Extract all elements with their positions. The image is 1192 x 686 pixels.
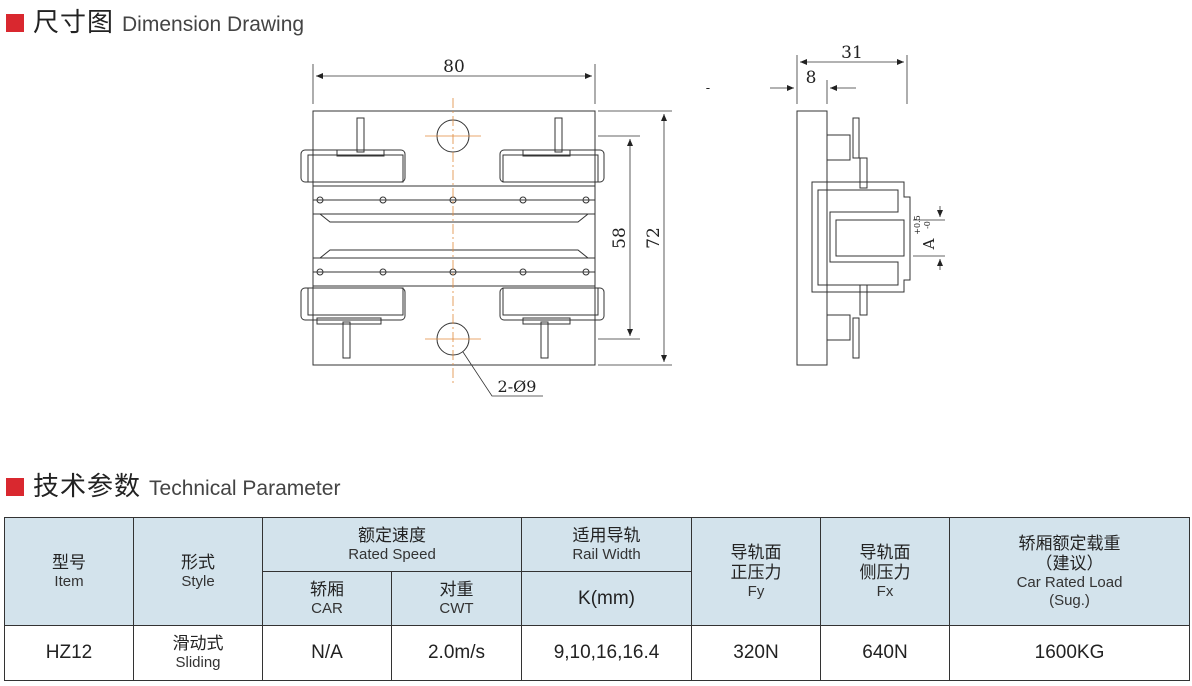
section-marker-icon xyxy=(6,478,24,496)
dim-side-width-label: 31 xyxy=(841,43,863,63)
dim-outer-height-label: 72 xyxy=(644,227,664,249)
dimension-title-en: Dimension Drawing xyxy=(122,13,305,36)
cell-item: HZ12 xyxy=(4,625,134,681)
dim-a-tol-plus: +0.5 xyxy=(913,215,922,234)
section-marker-icon xyxy=(6,14,24,32)
dim-inner-height-label: 58 xyxy=(610,227,630,249)
tech-section-header: 技术参数 Technical Parameter xyxy=(6,466,340,503)
cell-load: 1600KG xyxy=(949,625,1191,681)
front-view xyxy=(300,110,605,366)
side-view xyxy=(796,110,911,366)
front-dimensions xyxy=(312,64,672,397)
cell-rail: 9,10,16,16.4 xyxy=(521,625,693,681)
center-lines xyxy=(425,98,481,385)
dim-hole-label: 2-Ø9 xyxy=(498,377,537,396)
cell-fx: 640N xyxy=(820,625,951,681)
tech-title-en: Technical Parameter xyxy=(149,477,341,500)
dim-a-tol-minus: -0 xyxy=(923,221,932,229)
dimension-section-header: 尺寸图 Dimension Drawing xyxy=(6,2,304,39)
dim-width-label: 80 xyxy=(443,57,465,77)
stray-mark: - xyxy=(706,81,710,96)
header-car-rated-load: 轿厢额定载重（建议）Car Rated Load(Sug.) xyxy=(949,517,1191,626)
dim-a-label: A xyxy=(920,238,938,250)
cell-car: N/A xyxy=(262,625,392,681)
side-dimensions xyxy=(770,55,945,270)
tech-title-cn: 技术参数 xyxy=(33,472,142,502)
dim-side-offset-label: 8 xyxy=(806,68,817,88)
cell-cwt: 2.0m/s xyxy=(390,625,523,681)
cell-fy: 320N xyxy=(691,625,822,681)
dimension-drawing: 80 58 72 2-Ø9 - 31 8 A +0.5 -0 xyxy=(300,43,945,397)
dimension-title-cn: 尺寸图 xyxy=(33,8,115,38)
header-rail-unit: K(mm) xyxy=(521,571,693,626)
